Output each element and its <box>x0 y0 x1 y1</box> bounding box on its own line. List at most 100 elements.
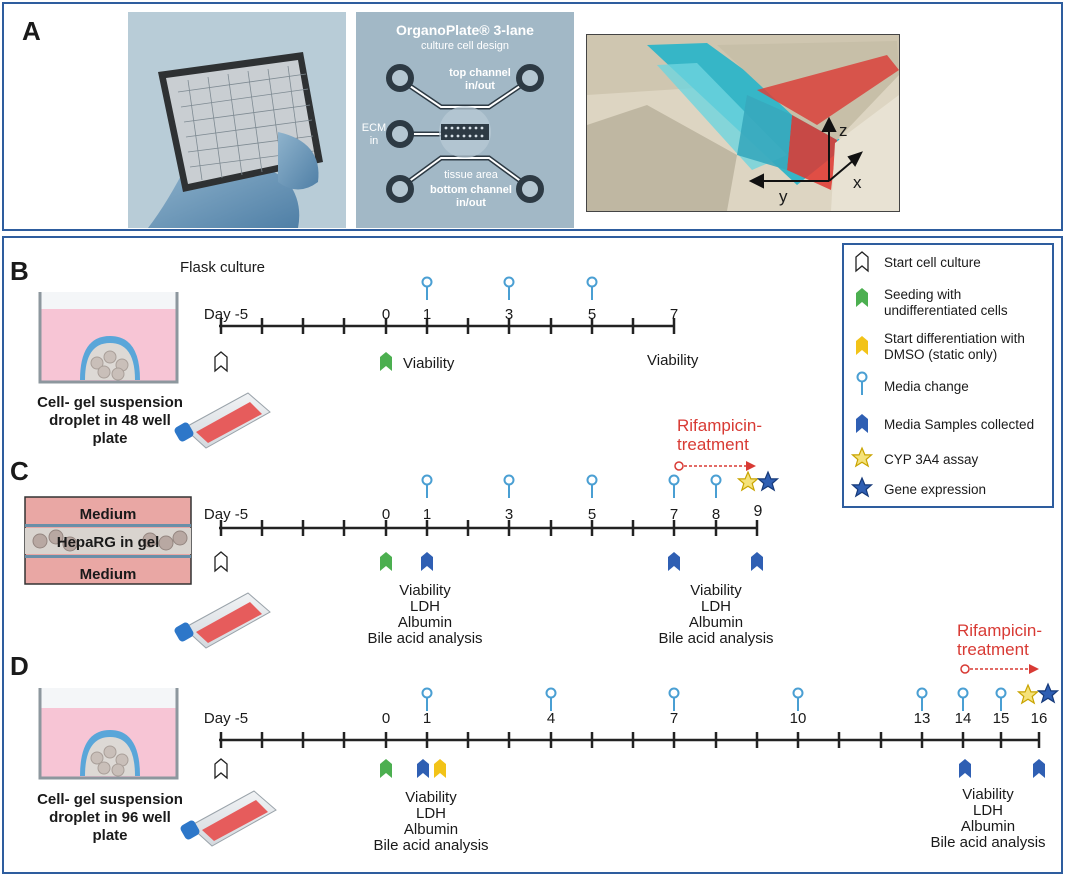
seeding-marker <box>380 552 392 571</box>
legend-gene: Gene expression <box>884 482 987 497</box>
legend: Start cell culture Seeding with undiffer… <box>842 243 1054 508</box>
media-change-marker <box>586 474 598 499</box>
c-analysis-d1-viability: Viability <box>399 582 451 599</box>
d-analysis-d14-viability: Viability <box>962 786 1014 803</box>
well-d-illustration <box>38 688 179 780</box>
media-change-marker <box>710 474 722 499</box>
b-day-7: 7 <box>669 306 679 323</box>
timeline-c <box>214 461 779 572</box>
gel-label-top: Medium <box>79 506 137 523</box>
c-day-9: 9 <box>753 503 763 520</box>
well-d-caption-2: droplet in 96 well <box>49 809 171 826</box>
b-day-3: 3 <box>504 306 514 323</box>
c-analysis-d7-viability: Viability <box>690 582 742 599</box>
legend-start: Start cell culture <box>884 255 981 270</box>
b-viability-d0: Viability <box>403 355 455 372</box>
sample-marker <box>959 759 971 778</box>
gel-layers-illustration <box>24 496 192 585</box>
start-culture-marker <box>214 758 228 779</box>
flask-c-icon <box>174 592 271 649</box>
c-analysis-d7-albumin: Albumin <box>688 614 744 631</box>
media-change-marker <box>957 687 969 712</box>
legend-seeding-2: undifferentiated cells <box>884 303 1008 318</box>
media-change-marker <box>995 687 1007 712</box>
schematic-title: OrganoPlate® 3-lane <box>396 22 534 38</box>
seeding-marker <box>380 759 392 778</box>
c-analysis-d1-ldh: LDH <box>409 598 441 615</box>
panel-a-frame <box>2 2 1063 231</box>
d-day-1: 1 <box>422 710 432 727</box>
b-viability-d7: Viability <box>647 352 699 369</box>
organoplate-schematic: OrganoPlate® 3-lane culture cell design … <box>356 12 574 228</box>
c-treatment-1: Rifampicin- <box>677 416 763 435</box>
well-b-caption-1: Cell- gel suspension <box>37 394 183 411</box>
gene-star-marker <box>757 471 779 491</box>
d-analysis-d1-ldh: LDH <box>415 805 447 822</box>
schematic-tissue: tissue area <box>444 169 498 181</box>
differentiation-icon <box>856 336 868 355</box>
panel-d-letter: D <box>10 651 29 681</box>
well-b-caption-3: plate <box>92 430 128 447</box>
schematic-top-label-1: top channel <box>449 67 511 79</box>
flask-d-icon <box>180 790 277 847</box>
d-day-14: 14 <box>954 710 972 727</box>
sample-marker <box>751 552 763 571</box>
media-change-marker <box>503 474 515 499</box>
d-day-15: 15 <box>992 710 1010 727</box>
channel-3d-render: z y x <box>586 34 900 212</box>
d-treatment-2: treatment <box>957 640 1029 659</box>
d-day-start: Day -5 <box>203 710 249 727</box>
start-culture-marker <box>214 351 228 372</box>
sample-marker <box>421 552 433 571</box>
start-culture-marker <box>214 551 228 572</box>
cyp-star-marker <box>1017 684 1039 704</box>
b-day-1: 1 <box>422 306 432 323</box>
c-day-start: Day -5 <box>203 506 249 523</box>
d-treatment-1: Rifampicin- <box>957 621 1043 640</box>
schematic-top-label-2: in/out <box>465 80 495 92</box>
d-day-16: 16 <box>1030 710 1048 727</box>
d-day-7: 7 <box>669 710 679 727</box>
d-analysis-d14-ldh: LDH <box>972 802 1004 819</box>
schematic-subtitle: culture cell design <box>420 40 510 52</box>
start-culture-icon <box>855 251 869 273</box>
panel-b-title: Flask culture <box>180 259 266 276</box>
b-day-start: Day -5 <box>203 306 249 323</box>
d-analysis-d14-albumin: Albumin <box>960 818 1016 835</box>
media-change-marker <box>792 687 804 712</box>
timeline-d <box>214 664 1059 779</box>
legend-seeding-1: Seeding with <box>884 287 962 302</box>
organoplate-photo <box>128 12 346 228</box>
sample-marker <box>417 759 429 778</box>
schematic-ecm-1: ECM <box>361 122 387 134</box>
media-change-marker <box>421 474 433 499</box>
d-analysis-d1-albumin: Albumin <box>403 821 459 838</box>
media-change-marker <box>668 474 680 499</box>
d-day-0: 0 <box>381 710 391 727</box>
well-d-caption-3: plate <box>92 827 128 844</box>
well-b-caption-2: droplet in 48 well <box>49 412 171 429</box>
media-change-marker <box>668 687 680 712</box>
media-change-marker <box>545 687 557 712</box>
axis-label-y: y <box>779 187 788 206</box>
gel-label-bottom: Medium <box>79 566 137 583</box>
d-analysis-d14-bile: Bile acid analysis <box>930 834 1046 851</box>
c-day-0: 0 <box>381 506 391 523</box>
panel-c-letter: C <box>10 456 29 486</box>
timeline-b <box>214 276 676 372</box>
c-analysis-d1-bile: Bile acid analysis <box>367 630 483 647</box>
d-day-10: 10 <box>789 710 807 727</box>
d-day-13: 13 <box>913 710 931 727</box>
panel-b-letter: B <box>10 256 29 286</box>
c-day-5: 5 <box>587 506 597 523</box>
cyp-star-marker <box>737 471 759 491</box>
media-change-marker <box>586 276 598 301</box>
legend-media-change: Media change <box>884 379 969 394</box>
d-day-4: 4 <box>546 710 556 727</box>
well-d-caption-1: Cell- gel suspension <box>37 791 183 808</box>
c-day-7: 7 <box>669 506 679 523</box>
differentiation-marker <box>434 759 446 778</box>
panel-a-letter: A <box>22 16 41 46</box>
gel-label-middle: HepaRG in gel <box>56 534 160 551</box>
c-day-3: 3 <box>504 506 514 523</box>
